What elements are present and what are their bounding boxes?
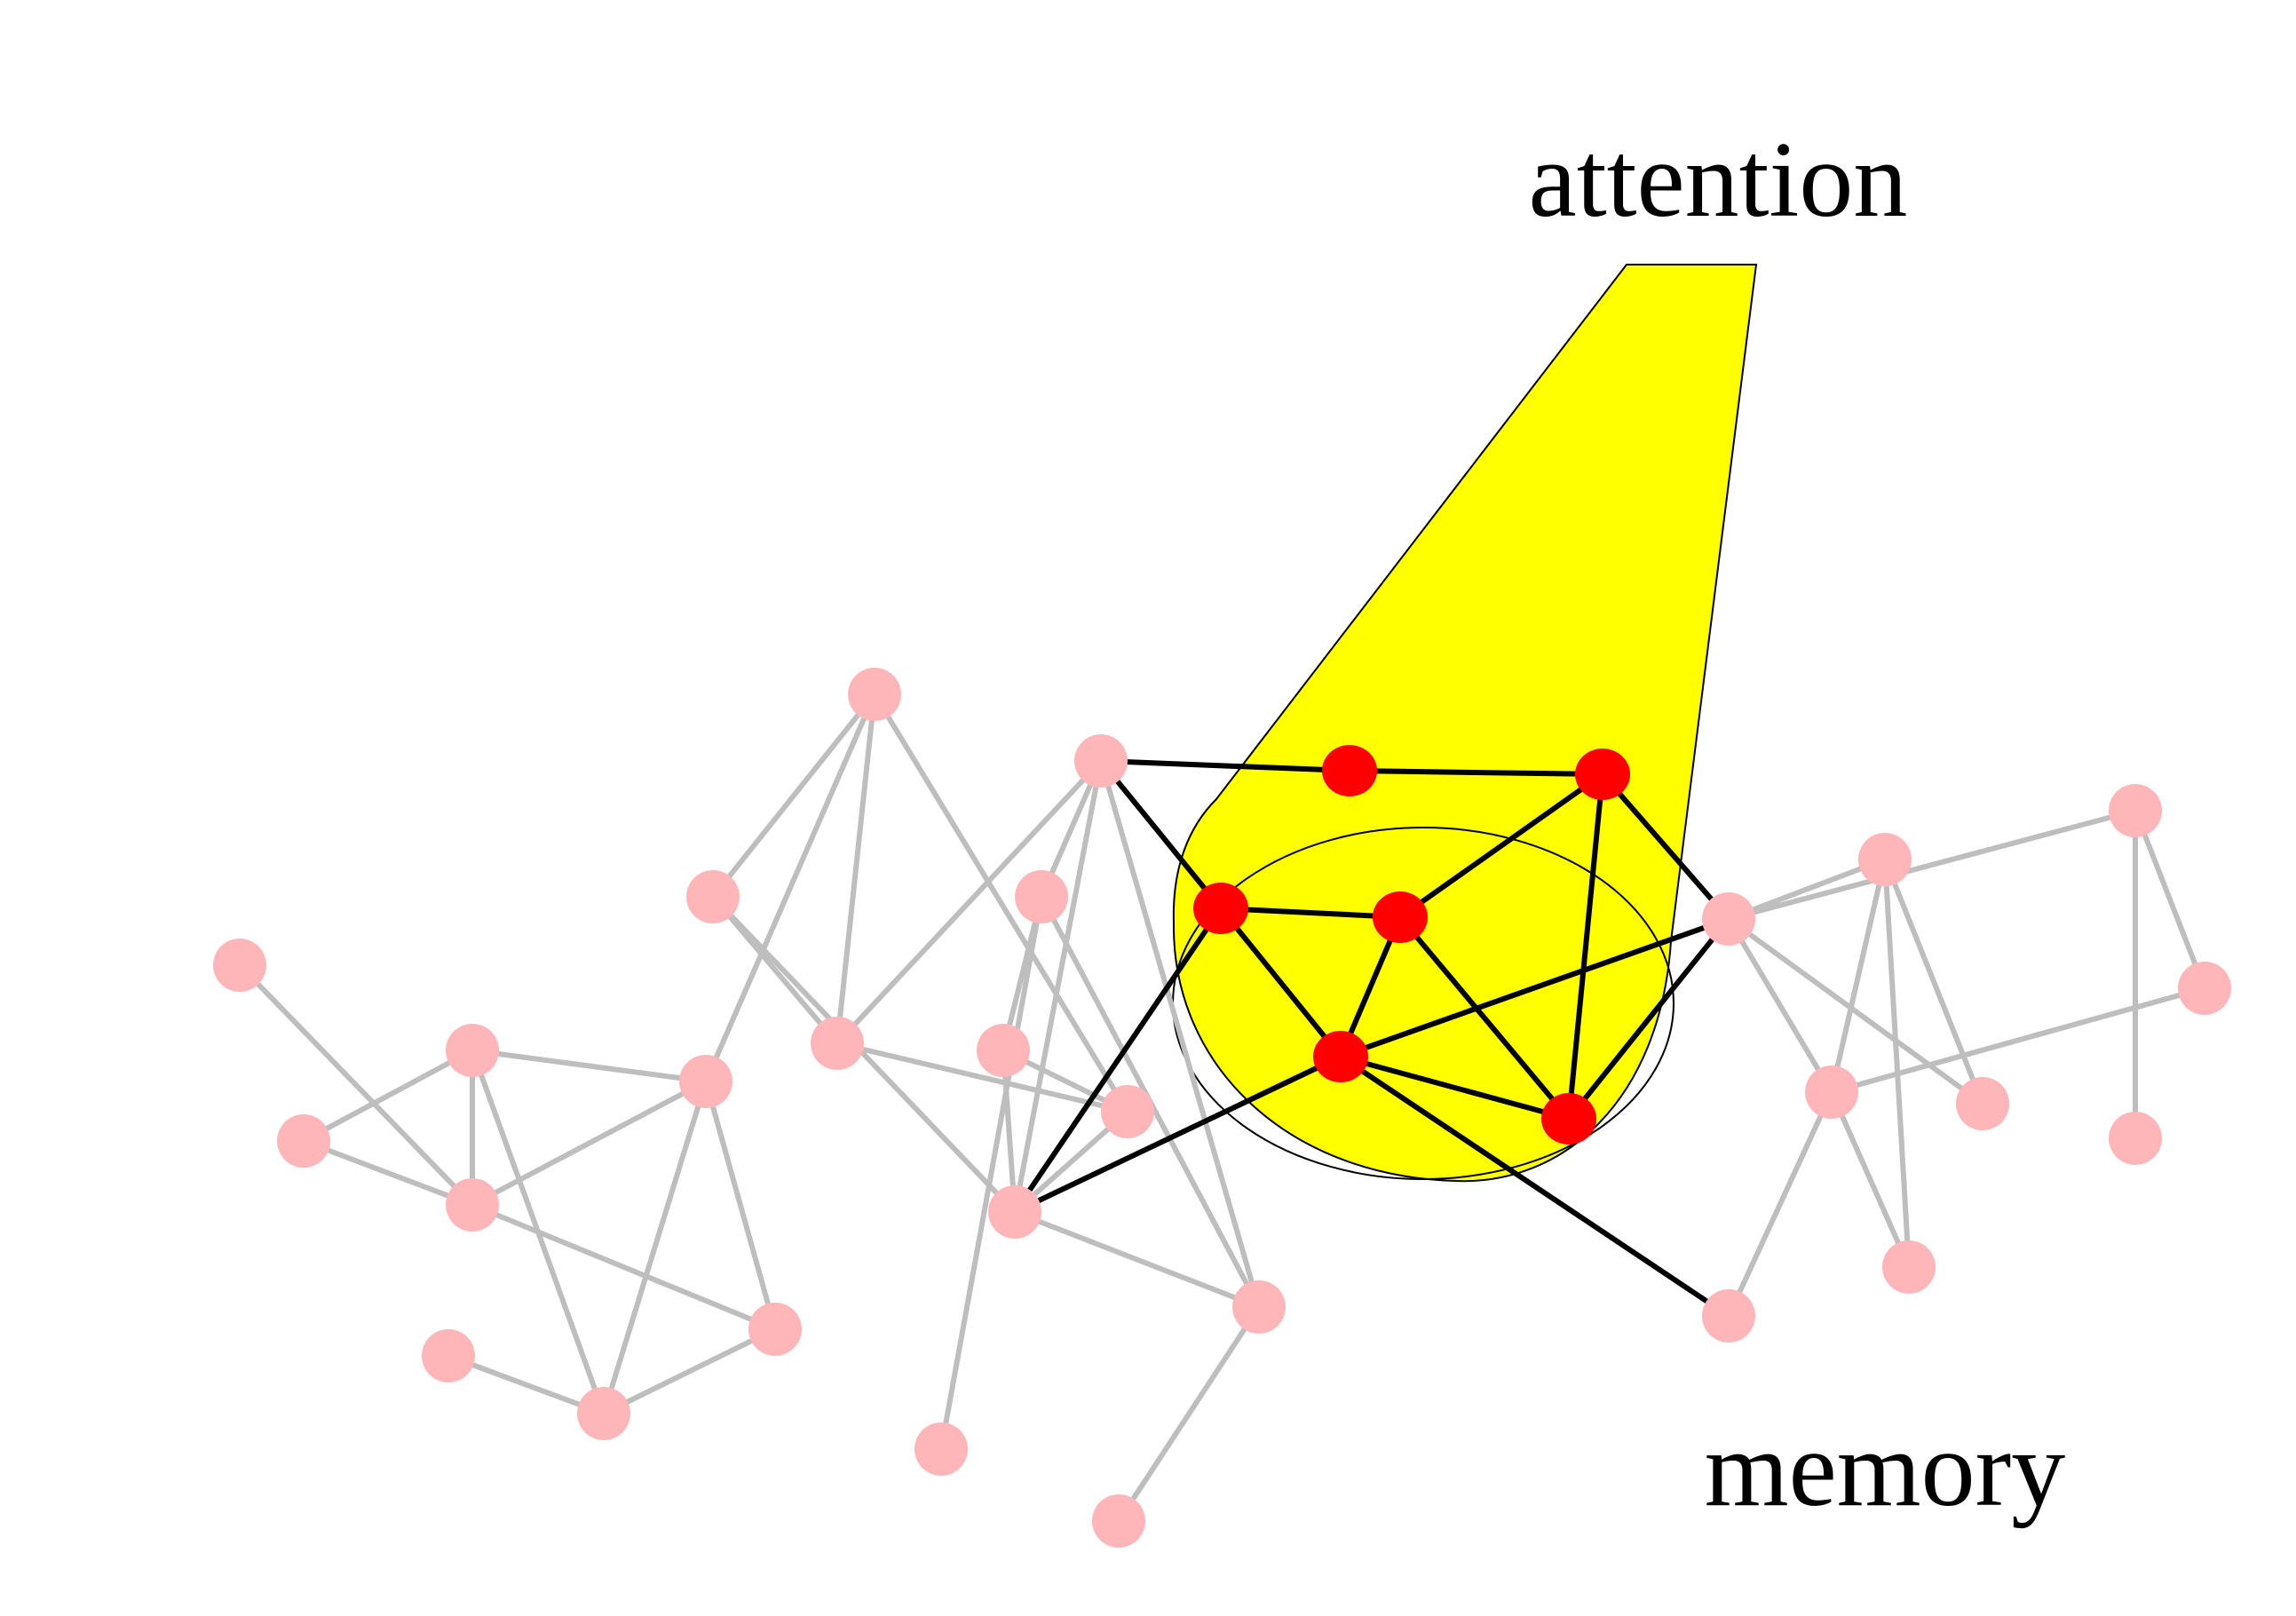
memory-node (1232, 1280, 1286, 1334)
memory-edge (470, 1048, 606, 1416)
active-edge (1566, 772, 1605, 1121)
memory-edge (1726, 808, 2138, 922)
memory-edge (835, 1041, 1130, 1114)
attended-node (1313, 1031, 1368, 1082)
memory-edge (470, 1079, 709, 1208)
memory-edge (1001, 1048, 1017, 1215)
memory-edge (872, 692, 1130, 1114)
memory-edge (1829, 986, 2207, 1095)
active-edge (1012, 1054, 1343, 1215)
memory-edge (470, 1048, 709, 1084)
memory-edge (601, 1327, 778, 1416)
active-edge (1338, 916, 1731, 1059)
memory-node (1092, 1494, 1145, 1548)
active-edge (1600, 772, 1731, 922)
memory-edge (1829, 1089, 1912, 1270)
memory-node (914, 1422, 968, 1476)
memory-edge (1882, 857, 1985, 1106)
memory-node (1702, 892, 1755, 946)
memory-edge (703, 1079, 778, 1332)
attention-spotlight (1172, 264, 1758, 1183)
active-edge (1566, 916, 1731, 1121)
memory-edge (1726, 916, 1985, 1106)
memory-edge (703, 692, 877, 1084)
memory-edge (710, 692, 877, 899)
memory-node (577, 1387, 630, 1440)
memory-node (748, 1303, 802, 1356)
attended-node (1193, 883, 1248, 934)
memory-edge (1012, 1209, 1262, 1310)
memory-node (1805, 1065, 1858, 1119)
memory-node (811, 1017, 864, 1070)
memory-edge (1726, 857, 1888, 922)
memory-node (1858, 833, 1912, 886)
memory-edge (938, 894, 1044, 1452)
memory-edge (1726, 916, 1834, 1095)
memory-node (988, 1185, 1041, 1239)
memory-edge (1098, 758, 1262, 1310)
active-edge (1397, 915, 1572, 1121)
memory-edge (1829, 857, 1888, 1095)
attended-node (1575, 749, 1630, 800)
memory-node (1015, 870, 1068, 923)
memory-edge (710, 894, 1017, 1215)
memory-edge (301, 1138, 475, 1208)
memory-node (277, 1114, 330, 1168)
active-edge (1397, 772, 1605, 920)
memory-edge (1012, 758, 1104, 1215)
memory-node (2109, 784, 2162, 837)
active-edge (1012, 906, 1223, 1215)
memory-node (977, 1024, 1030, 1077)
spotlight-beam (1172, 264, 1758, 1183)
memory-edge (237, 962, 475, 1208)
memory-node (2109, 1112, 2162, 1165)
memory-node (2178, 962, 2231, 1015)
memory-node (679, 1055, 732, 1108)
memory-node (1074, 734, 1128, 788)
memory-node (446, 1178, 499, 1232)
memory-node (422, 1329, 475, 1382)
memory-node (1956, 1077, 2009, 1130)
memory-edge (1726, 1089, 1834, 1319)
memory-edge (2133, 808, 2207, 991)
active-edge (1338, 1054, 1572, 1121)
memory-edges (237, 692, 2207, 1524)
active-edge (1218, 906, 1403, 920)
memory-node (213, 939, 266, 992)
attended-node (1373, 891, 1428, 943)
memory-nodes (213, 668, 2231, 1548)
memory-edge (1116, 1304, 1262, 1524)
memory-edge (1882, 857, 1912, 1270)
memory-edge (835, 758, 1104, 1046)
memory-edge (301, 1048, 475, 1144)
active-edge (1098, 758, 1352, 773)
active-edge (1218, 906, 1343, 1059)
attended-node (1541, 1093, 1596, 1145)
memory-node (1702, 1289, 1755, 1343)
active-edge (1347, 768, 1605, 777)
active-edge (1338, 1054, 1731, 1319)
memory-node (1101, 1085, 1154, 1138)
memory-node (1882, 1240, 1936, 1294)
memory-label: memory (1705, 1409, 2066, 1529)
attention-label: attention (1529, 120, 1908, 240)
active-edge (1098, 758, 1223, 911)
memory-edge (470, 1202, 778, 1332)
memory-node (848, 668, 901, 721)
memory-node (446, 1024, 499, 1077)
memory-edge (601, 1079, 709, 1416)
memory-node (686, 870, 740, 923)
memory-edge (835, 692, 877, 1046)
attended-node (1322, 745, 1377, 796)
memory-edge (446, 1353, 606, 1416)
